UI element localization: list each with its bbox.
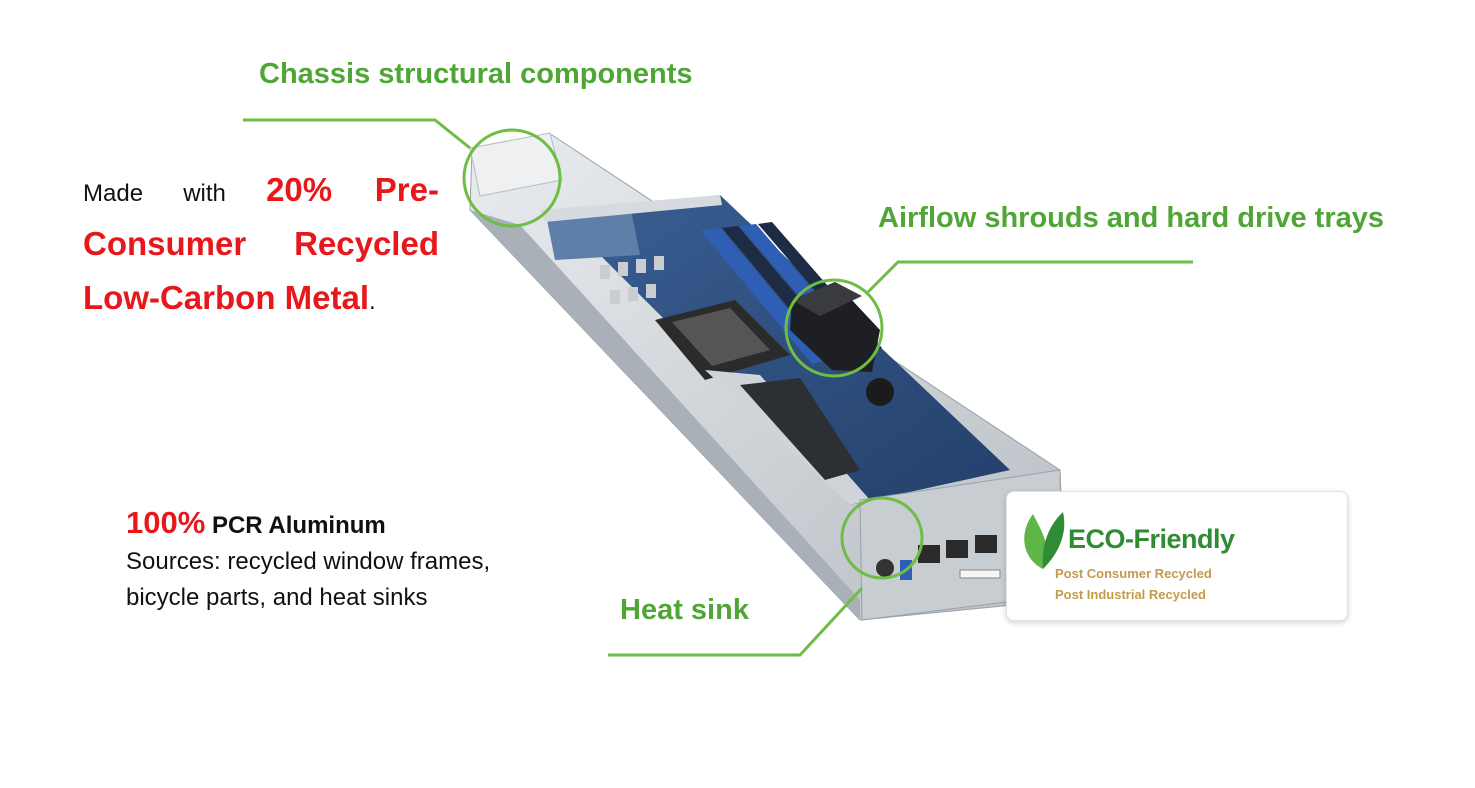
callout-heat-sink-label: Heat sink: [620, 594, 749, 626]
callout-chassis-pointer: [243, 118, 562, 228]
eco-friendly-title: ECO-Friendly: [1068, 524, 1235, 554]
board-components: [600, 256, 664, 304]
pcr-sources-line-2: bicycle parts, and heat sinks: [126, 584, 428, 611]
seal-arc-text: Made with recycled materials: [1233, 504, 1341, 556]
callout-chassis-label: Chassis structural components: [259, 58, 693, 90]
seal-text: Made with recycled materials PCR / PIR: [1233, 504, 1341, 607]
server-chassis: [469, 132, 1066, 621]
post-consumer-text: Post Consumer Recycled: [1055, 566, 1212, 581]
callout-airflow-label: Airflow shrouds and hard drive trays: [878, 202, 1384, 234]
cpu-socket: [655, 300, 790, 380]
fan: [866, 378, 894, 406]
recycled-metal-description: Made with 20% Pre-Consumer Recycled Low-…: [83, 165, 439, 327]
eco-friendly-badge: ECO-Friendly Post Consumer Recycled Post…: [1006, 491, 1348, 621]
svg-text:Made with recycled materials: Made with recycled materials: [1233, 504, 1341, 556]
pcr-percent: 100%: [126, 505, 206, 540]
made-with-text: Made with: [83, 180, 226, 207]
callout-airflow-pointer: [784, 260, 1193, 378]
pcr-sources-line-1: Sources: recycled window frames,: [126, 548, 491, 575]
seal-bottom-text: PCR / PIR: [1264, 596, 1311, 607]
leaf-icon: [1024, 512, 1065, 569]
recycled-metal-highlight: 20% Pre-Consumer Recycled Low-Carbon Met…: [83, 171, 439, 316]
airflow-shroud: [790, 282, 880, 372]
description-period: .: [369, 288, 376, 315]
post-industrial-text: Post Industrial Recycled: [1055, 587, 1206, 602]
pcr-aluminum-block: 100% PCR Aluminum Sources: recycled wind…: [126, 505, 490, 616]
pcr-label: PCR Aluminum: [211, 512, 386, 539]
callout-heatsink-pointer: [608, 496, 924, 657]
